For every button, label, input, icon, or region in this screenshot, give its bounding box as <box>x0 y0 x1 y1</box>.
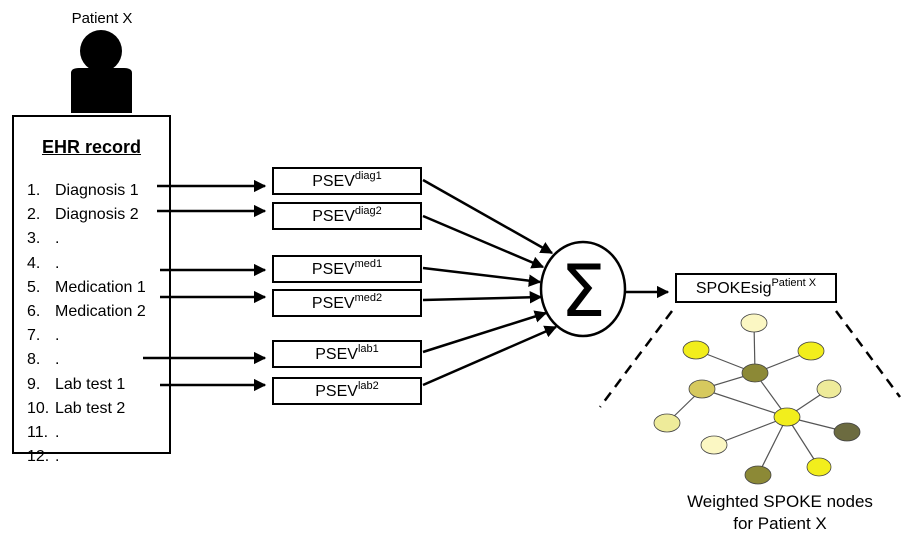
sum-ellipse <box>539 240 627 338</box>
expansion-dashes <box>599 310 902 408</box>
network-node <box>773 407 801 427</box>
network-node <box>806 457 832 477</box>
psev-label: PSEV <box>315 346 358 363</box>
ehr-item-number: 2. <box>27 206 41 224</box>
ehr-to-psev-arrows <box>143 179 267 392</box>
ehr-item-text: Lab test 1 <box>55 375 126 393</box>
network-node <box>653 413 681 433</box>
network-node <box>816 379 842 399</box>
ehr-item-number: 12. <box>27 448 50 466</box>
signature-superscript: Patient X <box>771 277 817 289</box>
ehr-item-3: 3.. <box>27 227 146 251</box>
ehr-item-6: 6. Medication 2 <box>27 300 146 324</box>
network-node <box>797 341 825 361</box>
arrow-psev-med2-sum <box>422 291 543 304</box>
network-node <box>682 340 710 360</box>
psev-superscript: med2 <box>354 292 383 304</box>
ehr-item-10: 10. Lab test 2 <box>27 397 146 421</box>
ehr-item-11: 11.. <box>27 421 146 445</box>
psev-to-sum-arrows <box>422 178 670 387</box>
ehr-item-number: 5. <box>27 278 41 296</box>
psev-superscript: diag2 <box>354 205 382 217</box>
ehr-item-number: 9. <box>27 375 41 393</box>
ehr-item-text: . <box>55 254 60 272</box>
psev-superscript: med1 <box>354 258 383 270</box>
psev-box-med2: PSEVmed2 <box>272 289 422 317</box>
ehr-item-12: 12.. <box>27 445 146 469</box>
ehr-item-number: 6. <box>27 302 41 320</box>
network-node <box>740 313 768 333</box>
ehr-item-number: 7. <box>27 327 41 345</box>
psev-label: PSEV <box>312 208 355 225</box>
ehr-item-7: 7.. <box>27 324 146 348</box>
network-node <box>700 435 728 455</box>
ehr-item-text: . <box>55 423 60 441</box>
ehr-item-text: . <box>55 230 60 248</box>
ehr-item-text: . <box>55 327 60 345</box>
ehr-record-list: 1. Diagnosis 1 2. Diagnosis 2 3.. 4.. 5. Me… <box>27 179 146 469</box>
ehr-item-number: 10. <box>27 399 50 417</box>
ehr-item-number: 3. <box>27 230 41 248</box>
ehr-record-box: EHR record 1. Diagnosis 1 2. Diagnosis 2 3… <box>12 115 171 465</box>
arrow-psev-diag1-sum <box>422 178 554 255</box>
ehr-item-number: 1. <box>27 182 41 199</box>
caption-line-2: for Patient X <box>733 514 827 533</box>
arrow-psev-lab1-sum <box>422 310 548 354</box>
ehr-item-number: 4. <box>27 254 41 272</box>
ehr-item-8: 8.. <box>27 348 146 372</box>
psev-superscript: lab1 <box>357 343 379 355</box>
ehr-item-number: 11. <box>27 423 49 441</box>
ehr-item-text: Medication 2 <box>55 302 146 320</box>
arrow-psev-med1-sum <box>422 266 542 287</box>
network-node <box>688 379 716 399</box>
psev-superscript: diag1 <box>354 170 382 182</box>
ehr-item-9: 9. Lab test 1 <box>27 373 146 397</box>
ehr-item-text: Lab test 2 <box>55 399 126 417</box>
signature-label: SPOKEsig <box>695 280 772 297</box>
ehr-item-4: 4.. <box>27 252 146 276</box>
psev-label: PSEV <box>311 295 355 312</box>
spoke-signature-box: SPOKEsigPatient X <box>675 273 837 303</box>
psev-box-diag1: PSEVdiag1 <box>272 167 422 195</box>
ehr-item-text: . <box>55 448 60 466</box>
ehr-item-2: 2. Diagnosis 2 <box>27 203 146 227</box>
psev-box-med1: PSEVmed1 <box>272 255 422 283</box>
ehr-item-number: 8. <box>27 351 41 369</box>
psev-superscript: lab2 <box>357 380 379 392</box>
arrow-psev-diag2-sum <box>422 214 545 269</box>
ehr-record-title: EHR record <box>41 137 142 157</box>
ehr-item-5: 5. Medication 1 <box>27 276 146 300</box>
caption-line-1: Weighted SPOKE nodes <box>687 492 873 511</box>
network-node <box>744 465 772 485</box>
psev-box-lab2: PSEVlab2 <box>272 377 422 405</box>
psev-label: PSEV <box>311 261 355 278</box>
ehr-item-text: Diagnosis 1 <box>55 182 139 199</box>
psev-box-diag2: PSEVdiag2 <box>272 202 422 230</box>
network-node <box>741 363 769 383</box>
ehr-item-text: Diagnosis 2 <box>55 206 139 224</box>
sum-symbol: Σ <box>560 249 606 333</box>
ehr-item-text: Medication 1 <box>55 278 146 296</box>
spoke-network <box>653 313 861 485</box>
network-node <box>833 422 861 442</box>
patient-silhouette-icon <box>71 30 132 113</box>
patient-label: Patient X <box>71 10 133 27</box>
psev-label: PSEV <box>315 383 358 400</box>
ehr-item-1: 1. Diagnosis 1 <box>27 179 146 203</box>
psev-box-lab1: PSEVlab1 <box>272 340 422 368</box>
psev-label: PSEV <box>312 173 355 190</box>
network-caption: Weighted SPOKE nodes for Patient X <box>640 491 906 535</box>
arrow-psev-lab2-sum <box>422 325 558 387</box>
ehr-item-text: . <box>55 351 60 369</box>
